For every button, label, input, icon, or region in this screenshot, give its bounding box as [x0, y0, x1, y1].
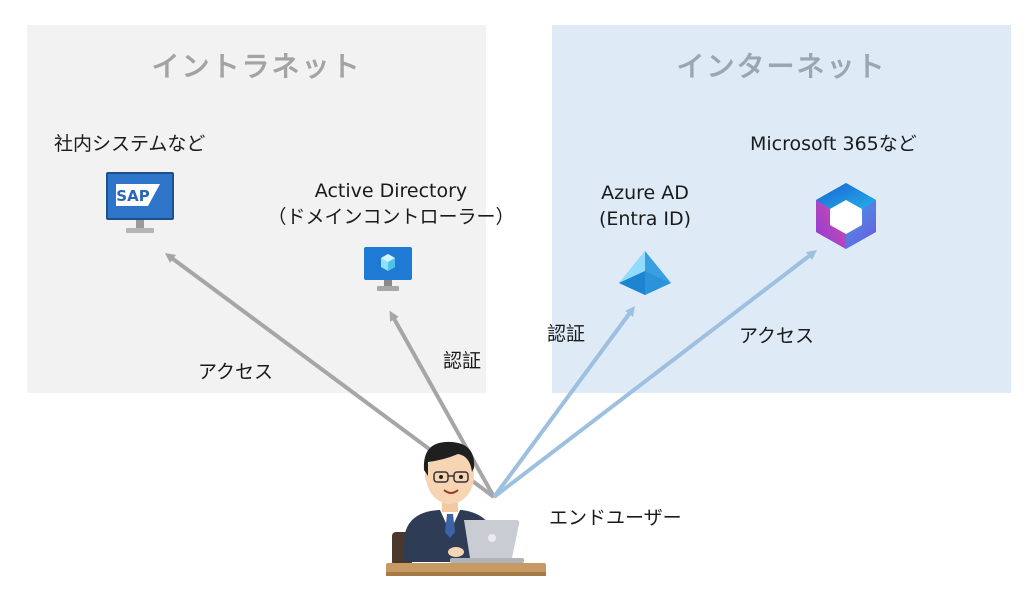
internet-title: インターネット [676, 50, 887, 83]
end-user-label: エンドユーザー [549, 507, 682, 529]
ad-label-line2: （ドメインコントローラー） [267, 206, 515, 228]
edge-label-auth-ad: 認証 [443, 350, 482, 372]
entra-id-icon [619, 251, 671, 295]
sap-monitor-icon: SAP [106, 172, 174, 233]
arrow-to-ad [389, 310, 496, 498]
edge-label-auth-azure-ad: 認証 [547, 323, 586, 345]
azure-ad-label-line1: Azure AD [601, 182, 689, 204]
sap-logo-text: SAP [116, 187, 149, 205]
azure-ad-label: Azure AD (Entra ID) [582, 180, 708, 232]
arrow-to-azure-ad [492, 305, 635, 499]
m365-label: Microsoft 365など [750, 133, 917, 155]
internet-zone: インターネット [552, 25, 1011, 393]
domain-controller-icon [364, 247, 412, 291]
sap-label: 社内システムなど [54, 133, 206, 155]
edge-label-access-sap: アクセス [198, 361, 274, 383]
intranet-zone: イントラネット [27, 25, 486, 393]
arrow-to-m365 [492, 249, 817, 499]
intranet-title: イントラネット [151, 50, 362, 83]
ad-label-line1: Active Directory [314, 180, 468, 202]
azure-ad-label-line2: (Entra ID) [598, 208, 692, 230]
ad-label: Active Directory （ドメインコントローラー） [251, 178, 531, 230]
end-user-illustration [386, 441, 546, 576]
microsoft-365-icon [816, 183, 876, 249]
edge-label-access-m365: アクセス [739, 325, 815, 347]
